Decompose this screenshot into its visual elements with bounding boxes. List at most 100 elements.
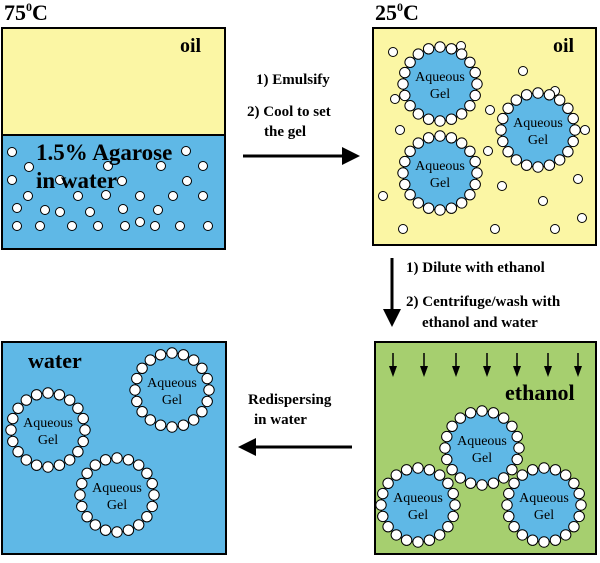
- step1-line1: 1) Emulsify: [256, 72, 330, 88]
- droplet: [390, 94, 400, 104]
- arrow-right-head: [342, 147, 360, 165]
- surface-bead: [532, 161, 544, 173]
- surface-bead: [188, 354, 200, 366]
- gel-label-line1: Aqueous: [415, 159, 465, 174]
- surface-bead: [422, 113, 435, 125]
- surface-bead: [516, 529, 528, 541]
- surface-bead: [89, 459, 102, 471]
- surface-bead: [456, 48, 468, 60]
- surface-bead: [469, 66, 481, 79]
- droplet: [485, 105, 495, 115]
- step-redisperse: Redispersing in water: [238, 392, 352, 456]
- surface-bead: [554, 154, 566, 166]
- surface-bead: [166, 421, 178, 433]
- surface-bead: [439, 442, 451, 454]
- surface-bead: [454, 412, 466, 424]
- surface-bead: [20, 394, 32, 406]
- surface-bead: [495, 124, 507, 136]
- droplet: [156, 161, 166, 171]
- surface-bead: [201, 372, 213, 385]
- oil-label-emulsion: oil: [553, 35, 575, 57]
- surface-bead: [575, 499, 587, 511]
- surface-bead: [53, 459, 66, 471]
- gel-label-line2: Gel: [534, 508, 554, 523]
- surface-bead: [30, 459, 43, 471]
- droplet: [388, 47, 398, 57]
- surface-bead: [412, 536, 424, 548]
- droplet: [182, 176, 192, 186]
- droplet: [135, 217, 145, 227]
- surface-bead: [442, 521, 454, 533]
- surface-bead: [72, 446, 84, 458]
- droplet: [153, 205, 163, 215]
- surface-bead: [99, 454, 112, 466]
- droplet: [12, 203, 22, 213]
- surface-bead: [81, 467, 93, 479]
- step3-line1: Redispersing: [248, 392, 332, 408]
- surface-bead: [476, 479, 488, 491]
- surface-bead: [434, 204, 446, 216]
- ethanol-label: ethanol: [505, 380, 575, 405]
- step1-line3: the gel: [264, 124, 306, 140]
- surface-bead: [382, 477, 394, 489]
- step2-line1: 1) Dilute with ethanol: [406, 260, 545, 276]
- surface-bead: [445, 202, 458, 214]
- droplet: [203, 221, 213, 231]
- gel-label-line1: Aqueous: [415, 70, 465, 85]
- surface-bead: [397, 78, 409, 90]
- surface-bead: [446, 420, 458, 432]
- surface-bead: [76, 477, 88, 490]
- surface-bead: [377, 510, 389, 523]
- surface-bead: [573, 487, 585, 500]
- droplet: [23, 191, 33, 201]
- surface-bead: [498, 472, 510, 484]
- surface-bead: [447, 510, 459, 523]
- gel-label-line1: Aqueous: [457, 434, 507, 449]
- settle-arrow-head: [420, 366, 428, 377]
- residual-droplets: [378, 41, 590, 234]
- temp-label-emulsion: 250C: [375, 0, 419, 25]
- surface-bead: [549, 464, 562, 476]
- surface-bead: [400, 464, 413, 476]
- surface-bead: [423, 464, 436, 476]
- surface-bead: [148, 489, 160, 501]
- surface-bead: [454, 472, 466, 484]
- surface-bead: [20, 454, 32, 466]
- surface-bead: [12, 446, 24, 458]
- surface-bead: [513, 442, 525, 454]
- surface-bead: [506, 420, 518, 432]
- droplet: [93, 221, 103, 231]
- surface-bead: [562, 102, 574, 115]
- surface-bead: [136, 362, 148, 374]
- droplet: [181, 146, 191, 156]
- settle-arrow-head: [544, 366, 552, 377]
- surface-bead: [464, 56, 476, 68]
- gel-label-line1: Aqueous: [23, 416, 73, 431]
- surface-bead: [445, 113, 458, 125]
- surface-bead: [549, 534, 562, 546]
- surface-bead: [511, 430, 523, 443]
- surface-bead: [375, 499, 387, 511]
- surface-bead: [77, 435, 89, 448]
- surface-bead: [568, 521, 580, 533]
- surface-bead: [456, 137, 468, 149]
- surface-bead: [501, 499, 513, 511]
- droplet: [580, 125, 590, 135]
- surface-bead: [487, 407, 500, 419]
- surface-bead: [412, 137, 424, 149]
- surface-bead: [136, 406, 148, 418]
- surface-bead: [508, 521, 520, 533]
- settle-arrow-head: [452, 366, 460, 377]
- agarose-label-line2: in water: [36, 168, 117, 193]
- surface-bead: [397, 167, 409, 179]
- surface-bead: [573, 510, 585, 523]
- surface-bead: [77, 412, 89, 425]
- surface-bead: [399, 178, 411, 191]
